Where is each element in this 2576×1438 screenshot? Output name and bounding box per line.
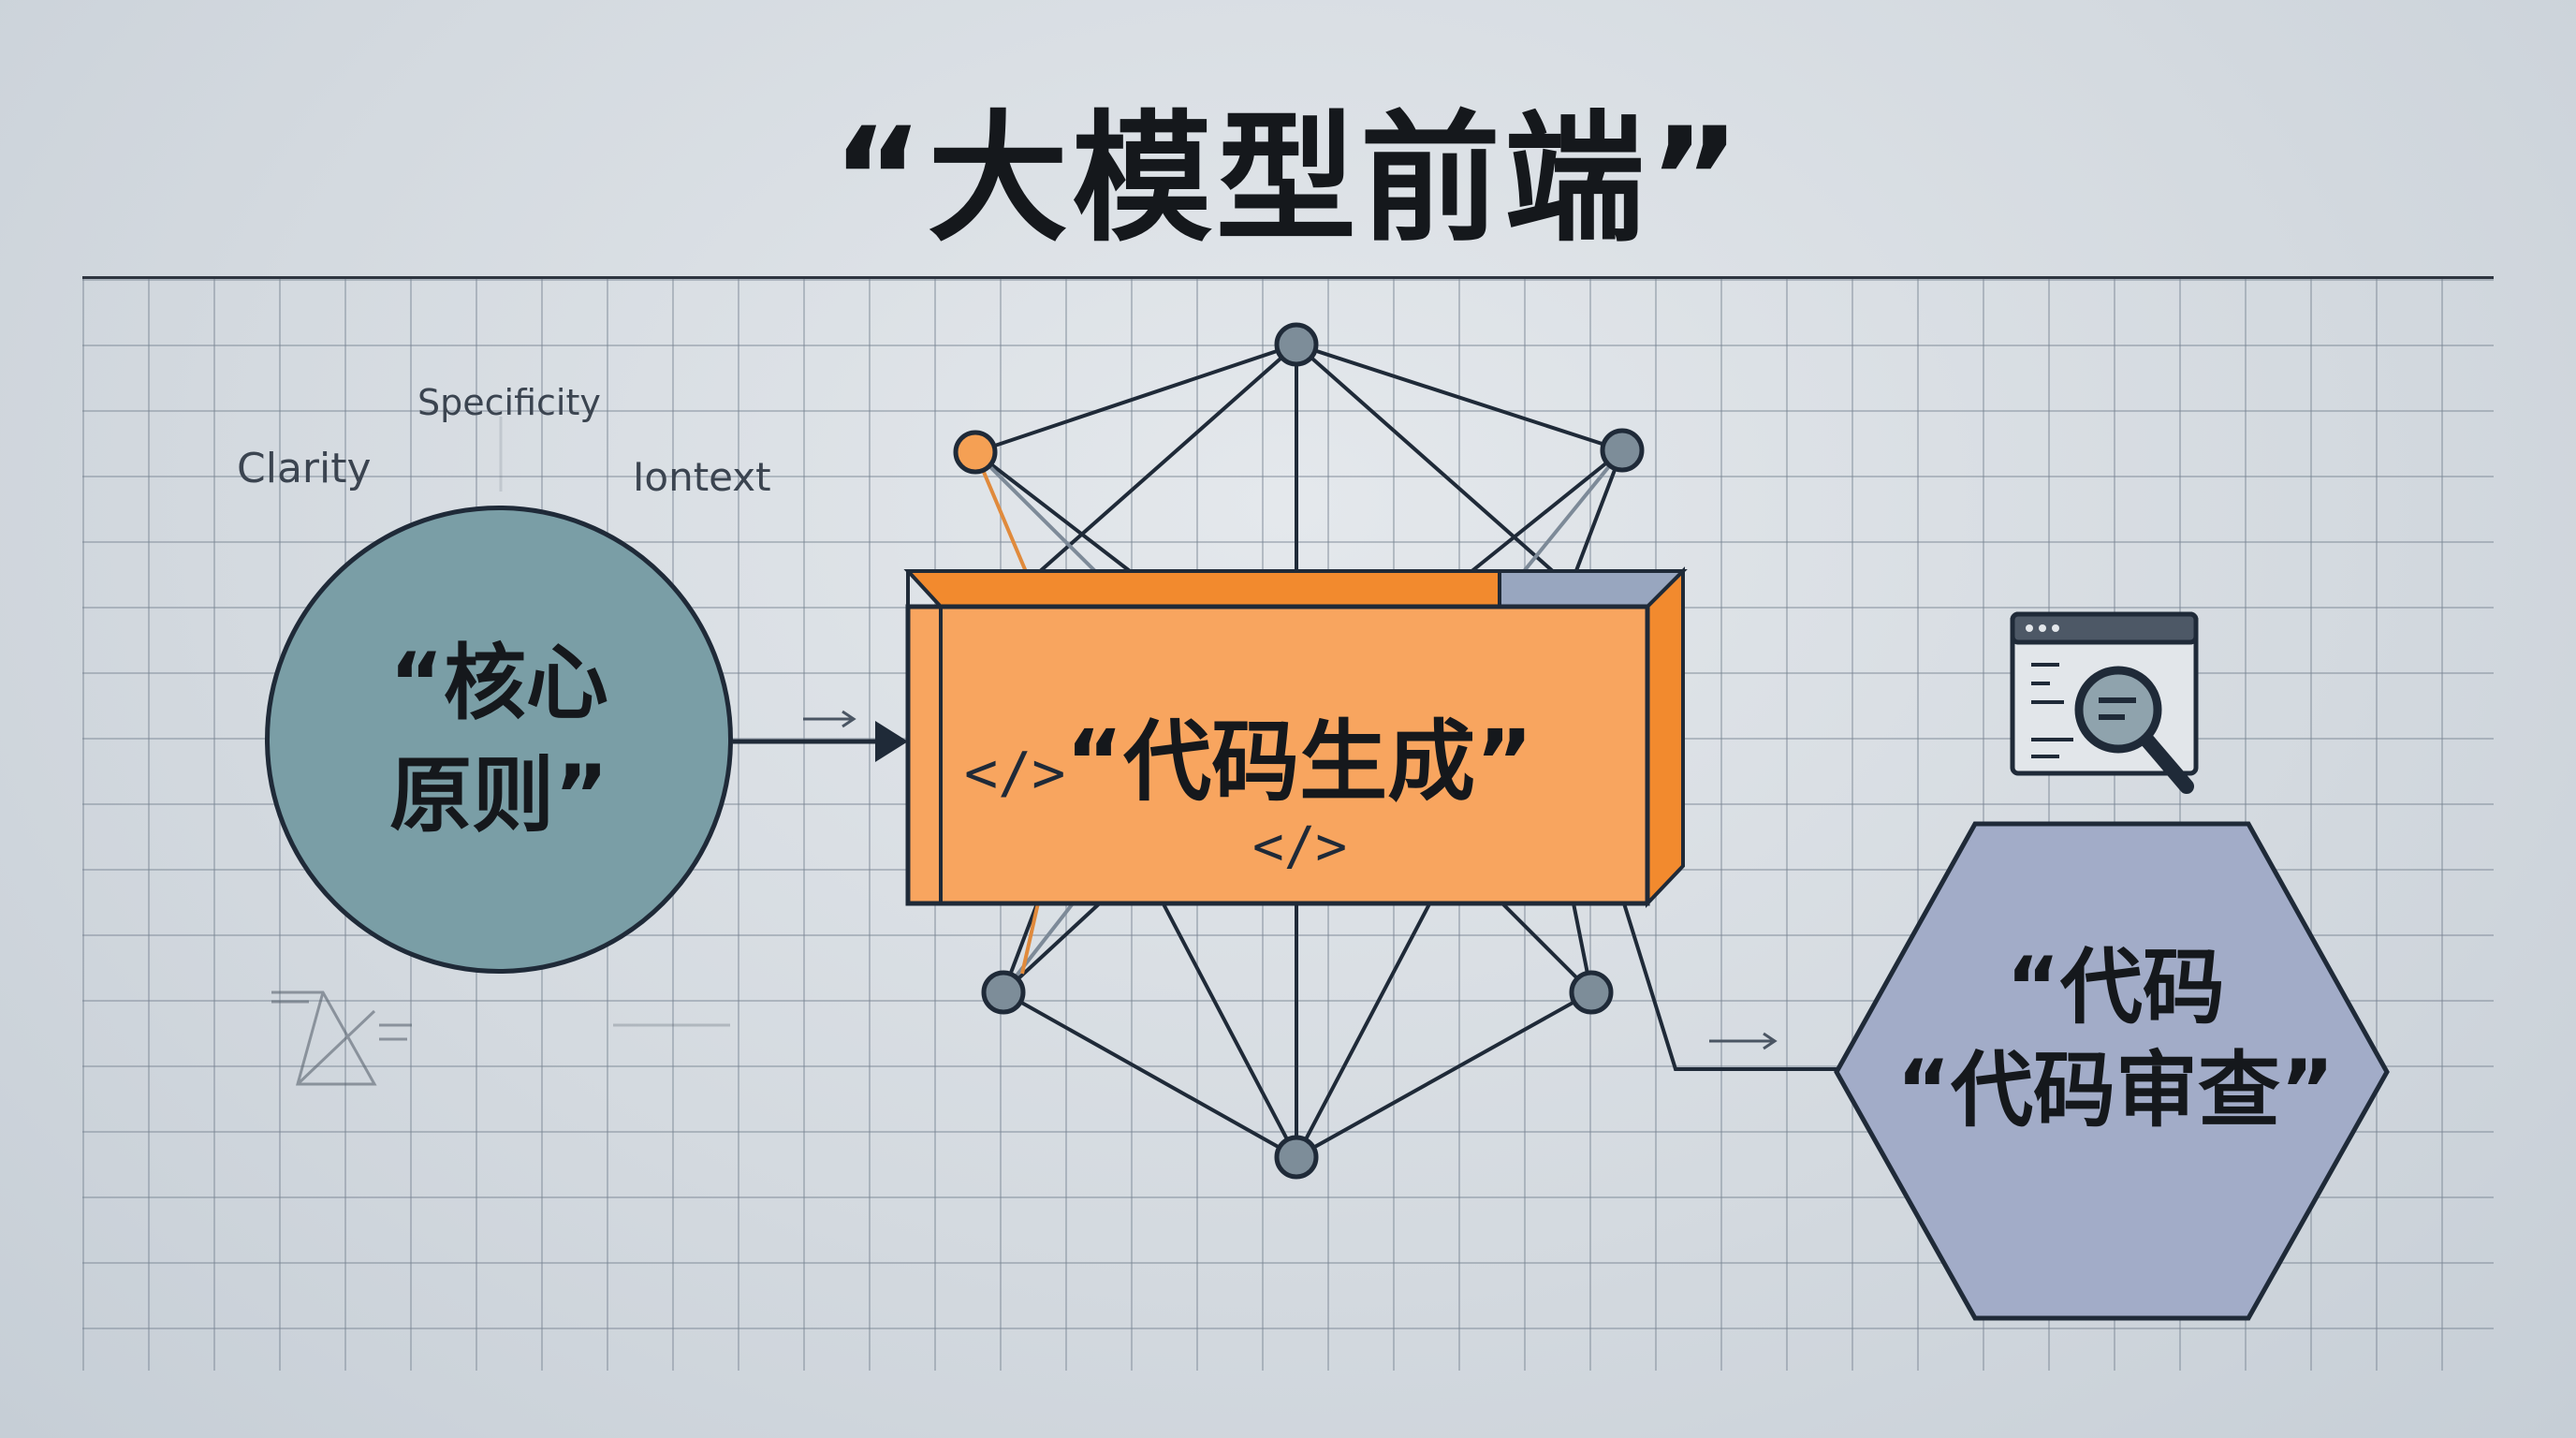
network-node-bottom-right xyxy=(1569,970,1614,1015)
codebox-top-face xyxy=(903,569,1501,609)
page-title: “大模型前端” xyxy=(831,98,1745,261)
principle-label-specificity: Specificity xyxy=(417,382,601,423)
review-label: “代码 “代码审查” xyxy=(1853,936,2378,1142)
principles-circle: “核心原则” xyxy=(265,506,733,974)
principles-label: “核心原则” xyxy=(389,635,608,844)
network-node-bottom-left xyxy=(981,970,1026,1015)
arrow-head-1 xyxy=(875,721,908,762)
principle-label-clarity: Clarity xyxy=(237,445,372,492)
generation-label: “代码生成” xyxy=(1065,712,1533,814)
network-edge-orange-bottom xyxy=(1020,898,1041,975)
arrow-generation-to-review xyxy=(1622,902,1837,1071)
code-tag-icon-small: </> xyxy=(1252,816,1348,877)
network-node-right xyxy=(1600,428,1645,473)
code-review-magnifier-icon xyxy=(2010,611,2199,794)
faint-sketch xyxy=(271,417,730,1086)
small-arrow-1 xyxy=(803,710,856,728)
network-node-bottom xyxy=(1274,1135,1319,1180)
generation-title: </>“代码生成” xyxy=(964,691,1533,818)
review-hexagon xyxy=(1834,821,2390,1321)
review-label-line-2: “代码审查” xyxy=(1896,1042,2334,1138)
network-edges xyxy=(973,343,1624,1159)
network-edge-orange xyxy=(973,451,1032,581)
title-divider xyxy=(82,276,2494,279)
codebox-front xyxy=(905,604,1650,906)
principle-label-context: Iontext xyxy=(633,454,771,500)
network-node-top xyxy=(1274,322,1319,367)
network-node-orange xyxy=(953,430,998,475)
codebox-side-face xyxy=(1646,566,1685,909)
code-tag-icon: </> xyxy=(964,741,1066,806)
small-arrow-2 xyxy=(1709,1032,1778,1050)
review-label-line-1: “代码 xyxy=(2006,939,2225,1035)
